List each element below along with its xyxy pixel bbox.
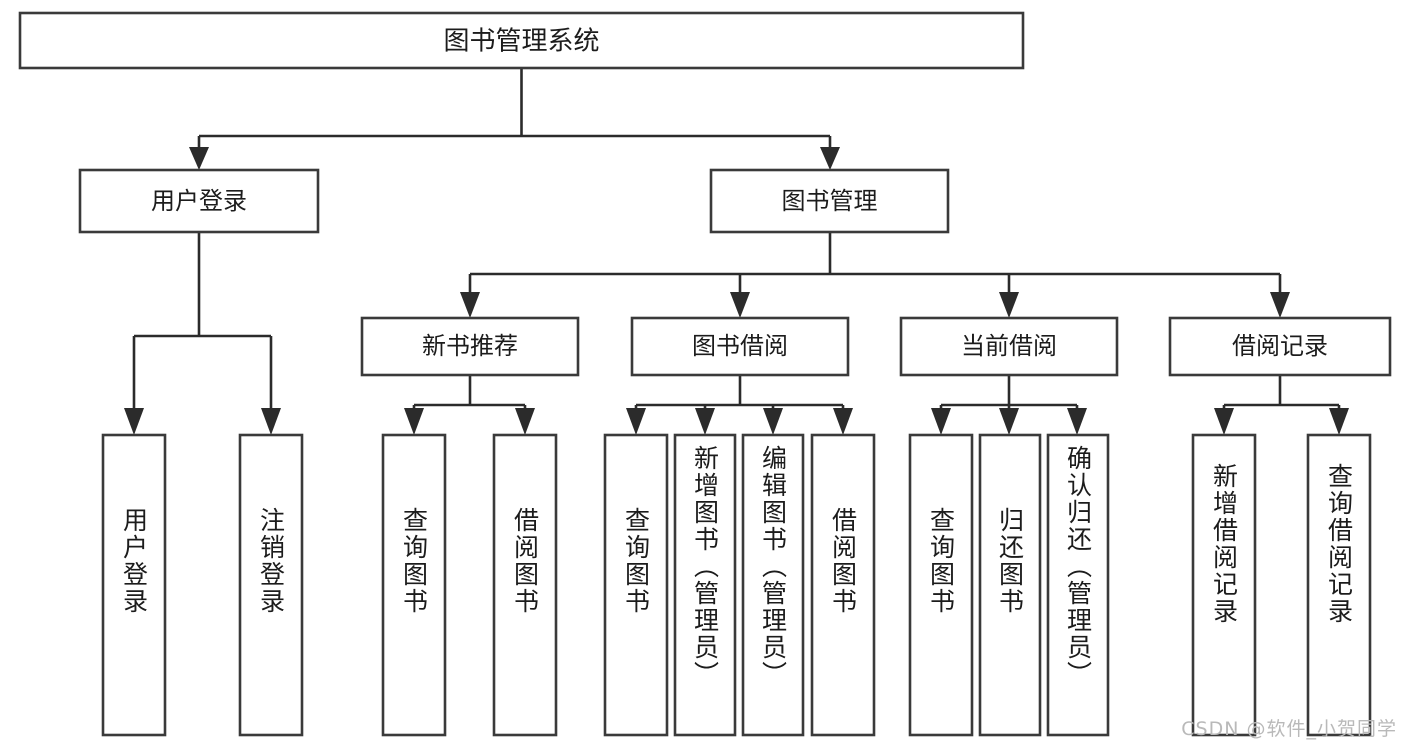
node-root-label: 图书管理系统 — [443, 27, 599, 57]
arrow-newbook-leaf-2 — [515, 408, 535, 435]
leaf-box-current-borrow-3[interactable] — [1046, 433, 1110, 737]
node-user-login-label: 用户登录 — [151, 187, 247, 215]
node-book-management-label: 图书管理 — [782, 187, 878, 215]
arrow-to-currentborrow — [999, 292, 1019, 318]
arrow-borrowrecord-leaf-1 — [1214, 408, 1234, 435]
arrow-bookborrow-leaf-2 — [695, 408, 715, 435]
arrow-to-book-manage — [820, 147, 840, 170]
arrow-to-bookborrow — [730, 292, 750, 318]
arrow-currentborrow-leaf-3 — [1067, 408, 1087, 435]
node-book-management[interactable] — [709, 168, 950, 234]
arrow-currentborrow-leaf-1 — [931, 408, 951, 435]
arrow-userlogin-leaf-2 — [261, 408, 281, 435]
leaf-box-book-borrow-2[interactable] — [673, 433, 737, 737]
leaf-box-book-borrow-4[interactable] — [810, 433, 876, 737]
leaf-box-current-borrow-1[interactable] — [908, 433, 974, 737]
leaf-box-user-login-2[interactable] — [238, 433, 304, 737]
node-user-login[interactable] — [78, 168, 320, 234]
arrow-to-borrowrecord — [1270, 292, 1290, 318]
arrow-newbook-leaf-1 — [404, 408, 424, 435]
node-layer: 图书管理系统 用户登录 图书管理 新书推荐 图书借阅 当前借阅 借阅记录 — [18, 11, 1392, 737]
arrow-to-newbook — [460, 292, 480, 318]
arrow-bookborrow-leaf-3 — [763, 408, 783, 435]
leaf-box-user-login-1[interactable] — [101, 433, 167, 737]
leaf-box-current-borrow-2[interactable] — [978, 433, 1042, 737]
node-new-book-recommend[interactable] — [360, 316, 580, 377]
leaf-box-book-borrow-1[interactable] — [603, 433, 669, 737]
node-new-book-recommend-label: 新书推荐 — [422, 332, 518, 360]
node-borrow-record[interactable] — [1168, 316, 1392, 377]
node-current-borrow[interactable] — [899, 316, 1119, 377]
node-borrow-record-label: 借阅记录 — [1232, 332, 1328, 360]
node-root-book-management-system[interactable] — [18, 11, 1025, 70]
node-book-borrow[interactable] — [630, 316, 850, 377]
arrow-borrowrecord-leaf-2 — [1329, 408, 1349, 435]
leaf-box-new-book-2[interactable] — [492, 433, 558, 737]
node-book-borrow-label: 图书借阅 — [692, 332, 788, 360]
arrow-bookborrow-leaf-4 — [833, 408, 853, 435]
leaf-box-borrow-record-1[interactable] — [1191, 433, 1257, 737]
node-current-borrow-label: 当前借阅 — [961, 332, 1057, 360]
csdn-watermark: CSDN @软件_小贺同学 — [1181, 718, 1397, 740]
arrow-userlogin-leaf-1 — [124, 408, 144, 435]
leaf-box-book-borrow-3[interactable] — [741, 433, 805, 737]
connector-layer — [124, 68, 1349, 435]
leaf-box-new-book-1[interactable] — [381, 433, 447, 737]
leaf-box-borrow-record-2[interactable] — [1306, 433, 1372, 737]
arrow-to-user-login — [189, 147, 209, 170]
arrow-bookborrow-leaf-1 — [626, 408, 646, 435]
arrow-currentborrow-leaf-2 — [999, 408, 1019, 435]
